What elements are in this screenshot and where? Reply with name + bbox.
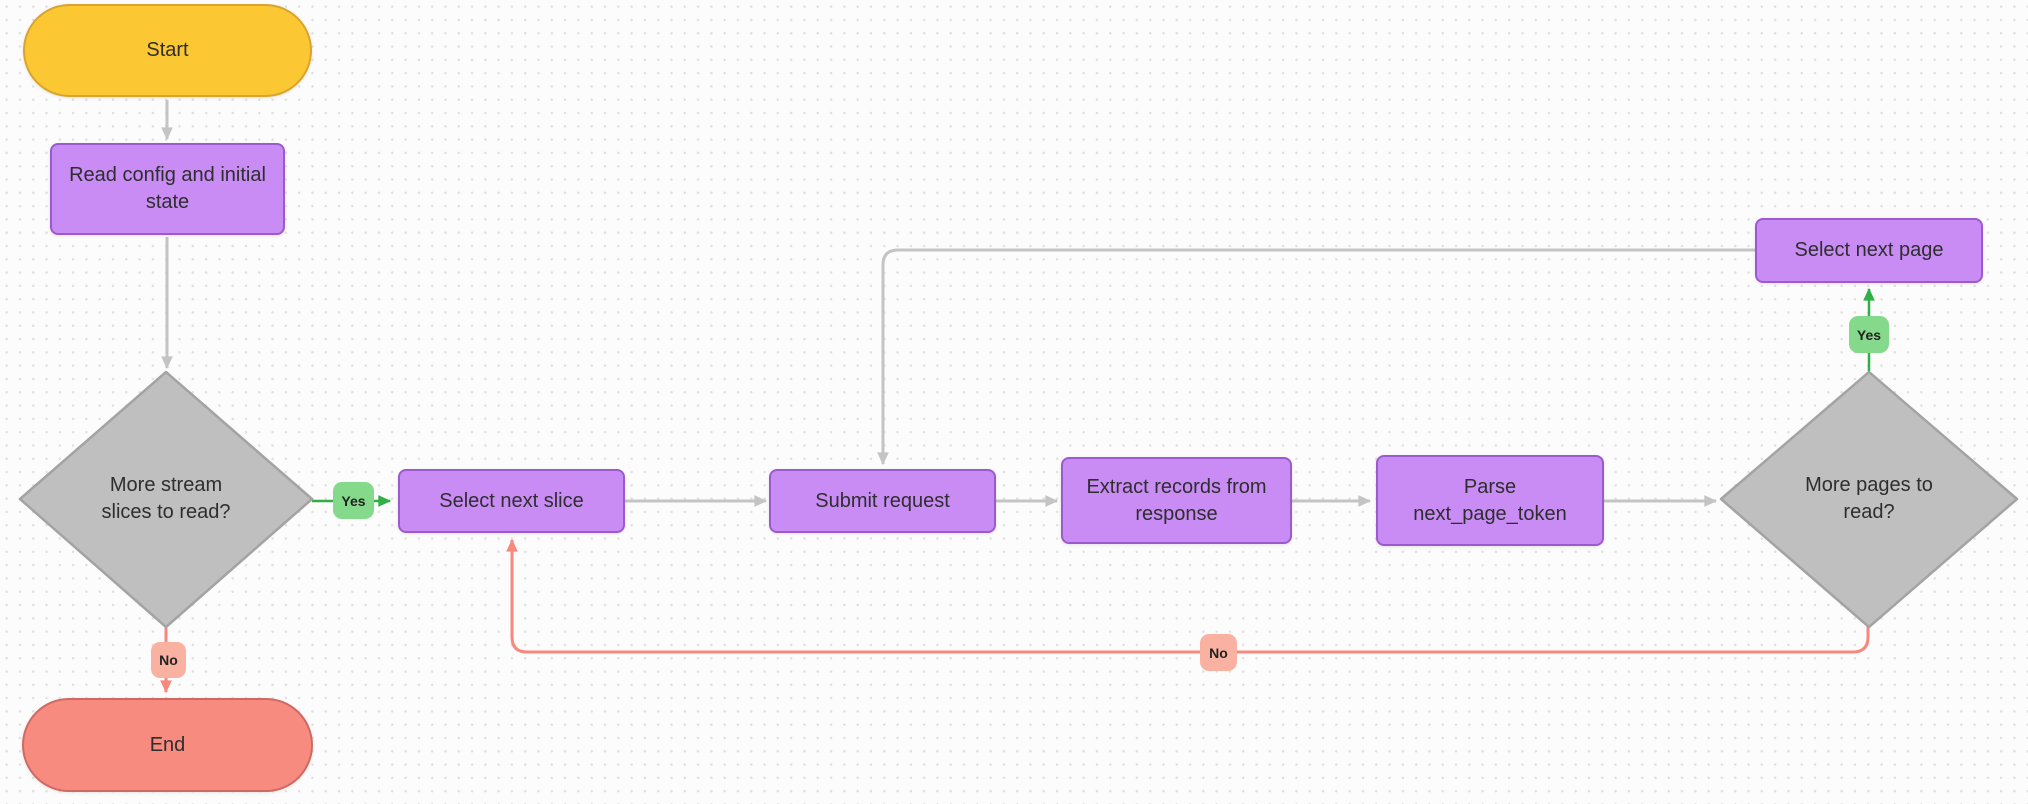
node-submit-request: Submit request	[769, 469, 996, 533]
node-parse-next-page-token-label: Parse next_page_token	[1413, 475, 1567, 525]
node-start-label: Start	[146, 39, 189, 61]
node-more-slices-shape	[18, 370, 314, 629]
node-select-next-slice: Select next slice	[398, 469, 625, 533]
node-end-label: End	[149, 733, 186, 756]
edge-label-slices-no: No	[151, 642, 186, 678]
node-select-next-page-label: Select next page	[1794, 239, 1944, 261]
edge-select-page-to-submit	[877, 248, 1755, 466]
node-select-next-slice-label: Select next slice	[439, 489, 584, 512]
node-more-pages-label: More pages to read?	[1805, 474, 1933, 523]
edge-more-pages-no	[506, 538, 1870, 654]
node-parse-next-page-token: Parse next_page_token	[1376, 455, 1604, 546]
edge-label-pages-no: No	[1200, 634, 1237, 671]
node-read-config: Read config and initial state	[50, 143, 285, 235]
node-extract-records: Extract records from response	[1061, 457, 1292, 544]
node-more-pages-shape	[1719, 370, 2019, 629]
node-extract-records-label: Extract records from response	[1086, 475, 1267, 525]
edge-label-pages-yes: Yes	[1849, 316, 1889, 353]
node-start: Start	[23, 4, 312, 97]
node-end: End	[22, 698, 313, 792]
node-select-next-page: Select next page	[1755, 218, 1983, 283]
node-more-slices-label: More stream slices to read?	[101, 474, 231, 523]
edge-label-slices-yes: Yes	[333, 482, 374, 519]
node-submit-request-label: Submit request	[815, 489, 950, 512]
node-read-config-label: Read config and initial state	[69, 164, 266, 213]
